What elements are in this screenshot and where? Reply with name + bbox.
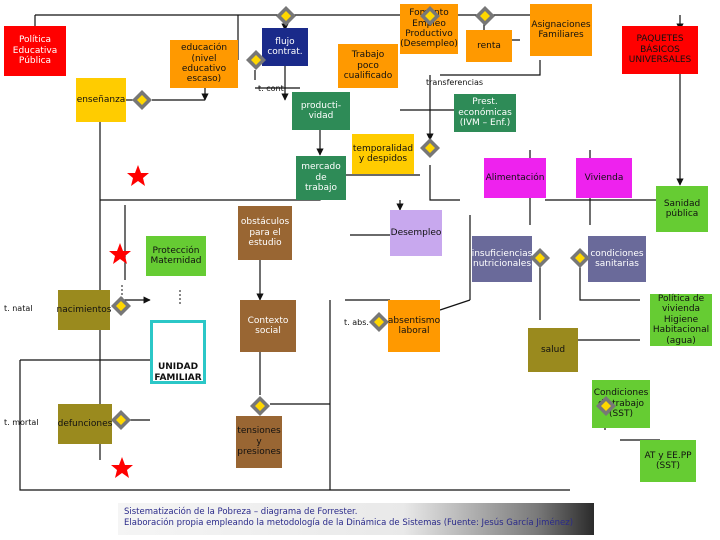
valve-icon [111, 296, 131, 316]
ensenanza-node: enseñanza [76, 78, 126, 122]
trabajo-poco-node: Trabajo poco cualificado [338, 44, 398, 88]
nacimientos-node: nacimientos [56, 290, 112, 330]
mercado-trabajo-label: mercado de trabajo [301, 162, 341, 194]
valve-icon [530, 248, 550, 268]
valve-icon [596, 396, 616, 416]
renta-label: renta [477, 40, 501, 51]
insuficiencias-node: insuficiencias nutricionales [472, 236, 532, 282]
sanidad-label: Sanidad pública [663, 198, 701, 219]
trabajo-poco-label: Trabajo poco cualificado [343, 50, 393, 82]
asignaciones-label: Asignaciones Familiares [531, 19, 591, 40]
valve-icon [250, 396, 270, 416]
contexto-social-node: Contexto social [240, 300, 296, 352]
nacimientos-label: nacimientos [56, 304, 112, 315]
salud-node: salud [528, 328, 578, 372]
politica-vivienda-label: Política de vivienda Higiene Habitaciona… [652, 294, 710, 346]
obstaculos-label: obstáculos para el estudio [240, 217, 290, 249]
paquetes-node: PAQUETES BÁSICOS UNIVERSALES [622, 26, 698, 74]
productividad-node: producti- vidad [292, 92, 350, 130]
at-ee-label: AT y EE.PP (SST) [644, 450, 692, 471]
footer-line-1: Sistematización de la Pobreza – diagrama… [124, 507, 358, 517]
sanidad-node: Sanidad pública [656, 186, 708, 232]
flujo-contrat-label: flujo contrat. [267, 36, 303, 57]
contexto-social-label: Contexto social [247, 315, 289, 336]
prest-economicas-node: Prest. económicas (IVM – Enf.) [454, 94, 516, 132]
temporalidad-node: temporalidad y despidos [352, 134, 414, 174]
transferencias-label: transferencias [426, 78, 484, 87]
politica-educativa-label: Política Educativa Pública [12, 35, 58, 67]
unidad-familiar-node: UNIDAD FAMILIAR [150, 320, 206, 384]
desempleo-node: Desempleo [390, 210, 442, 256]
valve-icon [246, 50, 266, 70]
proteccion-node: Protección Maternidad [146, 236, 206, 276]
footer-line-2: Elaboración propia empleando la metodolo… [124, 518, 574, 529]
politica-educativa-node: Política Educativa Pública [4, 26, 66, 76]
obstaculos-node: obstáculos para el estudio [238, 206, 292, 260]
flujo-contrat-node: flujo contrat. [262, 28, 308, 66]
politica-vivienda-node: Política de vivienda Higiene Habitaciona… [650, 294, 712, 346]
unidad-familiar-label: UNIDAD FAMILIAR [154, 362, 202, 383]
renta-node: renta [466, 30, 512, 62]
vivienda-node: Vivienda [576, 158, 632, 198]
condiciones-sanitarias-label: condiciones sanitarias [590, 248, 644, 269]
alimentacion-node: Alimentación [484, 158, 546, 198]
valve-icon [369, 312, 389, 332]
star-icon [111, 457, 133, 478]
valve-icon [570, 248, 590, 268]
star-icon [127, 165, 149, 186]
valve-icon [111, 410, 131, 430]
condiciones-trabajo-label: Condiciones de trabajo (SST) [593, 388, 649, 420]
vivienda-label: Vivienda [584, 172, 624, 183]
ensenanza-label: enseñanza [76, 94, 126, 105]
salud-label: salud [540, 344, 566, 355]
valve-icon [420, 6, 440, 26]
mercado-trabajo-node: mercado de trabajo [296, 156, 346, 200]
condiciones-sanitarias-node: condiciones sanitarias [588, 236, 646, 282]
valve-icon [276, 6, 296, 26]
tensiones-node: tensiones y presiones [236, 416, 282, 468]
valve-icon [420, 138, 440, 158]
temporalidad-label: temporalidad y despidos [352, 143, 414, 164]
defunciones-node: defunciones [58, 404, 112, 444]
star-icon [109, 243, 131, 264]
asignaciones-node: Asignaciones Familiares [530, 4, 592, 56]
absentismo-label: absentismo laboral [387, 315, 441, 336]
defunciones-label: defunciones [57, 418, 113, 429]
absentismo-node: absentismo laboral [388, 300, 440, 352]
productividad-label: producti- vidad [300, 100, 342, 121]
footer-caption: Sistematización de la Pobreza – diagrama… [118, 503, 594, 535]
valve-icon [475, 6, 495, 26]
desempleo-label: Desempleo [390, 227, 442, 238]
educacion-node: educación (nivel educativo escaso) [170, 40, 238, 88]
t-natal-label: t. natal [4, 304, 33, 313]
t-abs-label: t. abs. [344, 318, 369, 327]
tensiones-label: tensiones y presiones [237, 426, 281, 458]
valve-icon [132, 90, 152, 110]
educacion-label: educación (nivel educativo escaso) [180, 43, 228, 85]
t-mortal-label: t. mortal [4, 418, 39, 427]
insuficiencias-label: insuficiencias nutricionales [471, 248, 533, 269]
at-ee-node: AT y EE.PP (SST) [640, 440, 696, 482]
proteccion-label: Protección Maternidad [150, 245, 202, 266]
prest-economicas-label: Prest. económicas (IVM – Enf.) [458, 97, 512, 129]
alimentacion-label: Alimentación [485, 172, 545, 183]
paquetes-label: PAQUETES BÁSICOS UNIVERSALES [628, 34, 692, 66]
t-cont-label: t. cont. [258, 84, 287, 93]
